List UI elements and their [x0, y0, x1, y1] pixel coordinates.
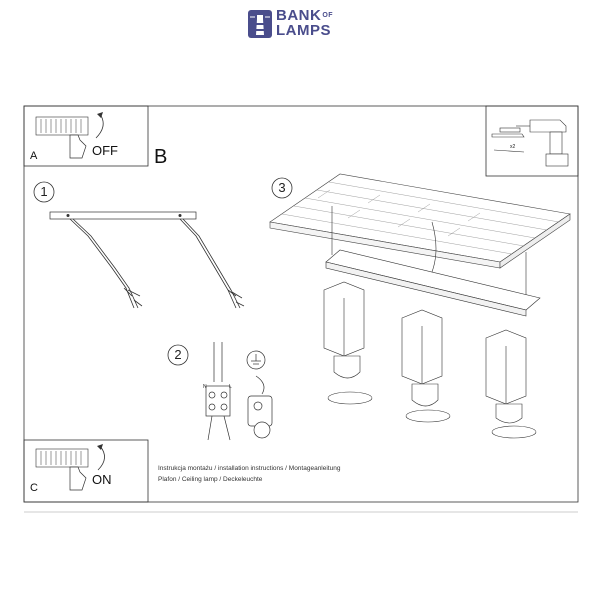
step1-circle [33, 181, 55, 203]
brand-line2: LAMPS [276, 22, 331, 39]
ground-icon [246, 350, 273, 439]
sheet-frame [23, 105, 579, 503]
brand-line1: BANK [276, 7, 322, 24]
rotate-arrow-icon [97, 445, 105, 471]
lamp-rail [325, 249, 541, 317]
terminal-block-icon [205, 342, 231, 441]
breaker-icon [35, 448, 89, 468]
hand-icon [69, 466, 87, 491]
brand-logo [248, 10, 272, 38]
step2-number: 2 [174, 347, 181, 362]
step3-circle [271, 177, 293, 199]
terminal-n: N [203, 384, 207, 390]
lamp-bulb-icon [323, 281, 527, 424]
terminal-l: L [229, 384, 232, 390]
rotate-arrow-icon [95, 113, 104, 139]
panel-b-letter: B [154, 146, 168, 168]
panel-c-letter: C [30, 482, 38, 494]
step1-number: 1 [40, 184, 47, 199]
panel-a-state: OFF [92, 143, 118, 158]
panel-a-box [23, 105, 149, 167]
brand-of: OF [322, 12, 334, 19]
step2-circle [167, 344, 189, 366]
wire-icon [69, 218, 245, 309]
ceiling-plate [269, 173, 571, 269]
panel-c-box [23, 439, 149, 503]
hand-icon [69, 134, 87, 159]
caption-product: Plafon / Ceiling lamp / Deckeleuchte [158, 476, 263, 483]
drill-icon [516, 119, 569, 167]
screw-icon [491, 133, 525, 153]
tools-box [485, 105, 579, 177]
step3-number: 3 [278, 180, 285, 195]
panel-c-state: ON [92, 472, 112, 487]
panel-a-letter: A [30, 150, 38, 162]
lighthouse-icon [248, 10, 272, 38]
mounting-bar [49, 211, 197, 220]
breaker-icon [35, 116, 89, 136]
anchor-icon [499, 127, 521, 133]
brand-name: BANKOF LAMPS [276, 8, 333, 38]
screw-count: x2 [510, 144, 516, 150]
caption-instructions: Instrukcja montażu / installation instru… [158, 465, 341, 472]
